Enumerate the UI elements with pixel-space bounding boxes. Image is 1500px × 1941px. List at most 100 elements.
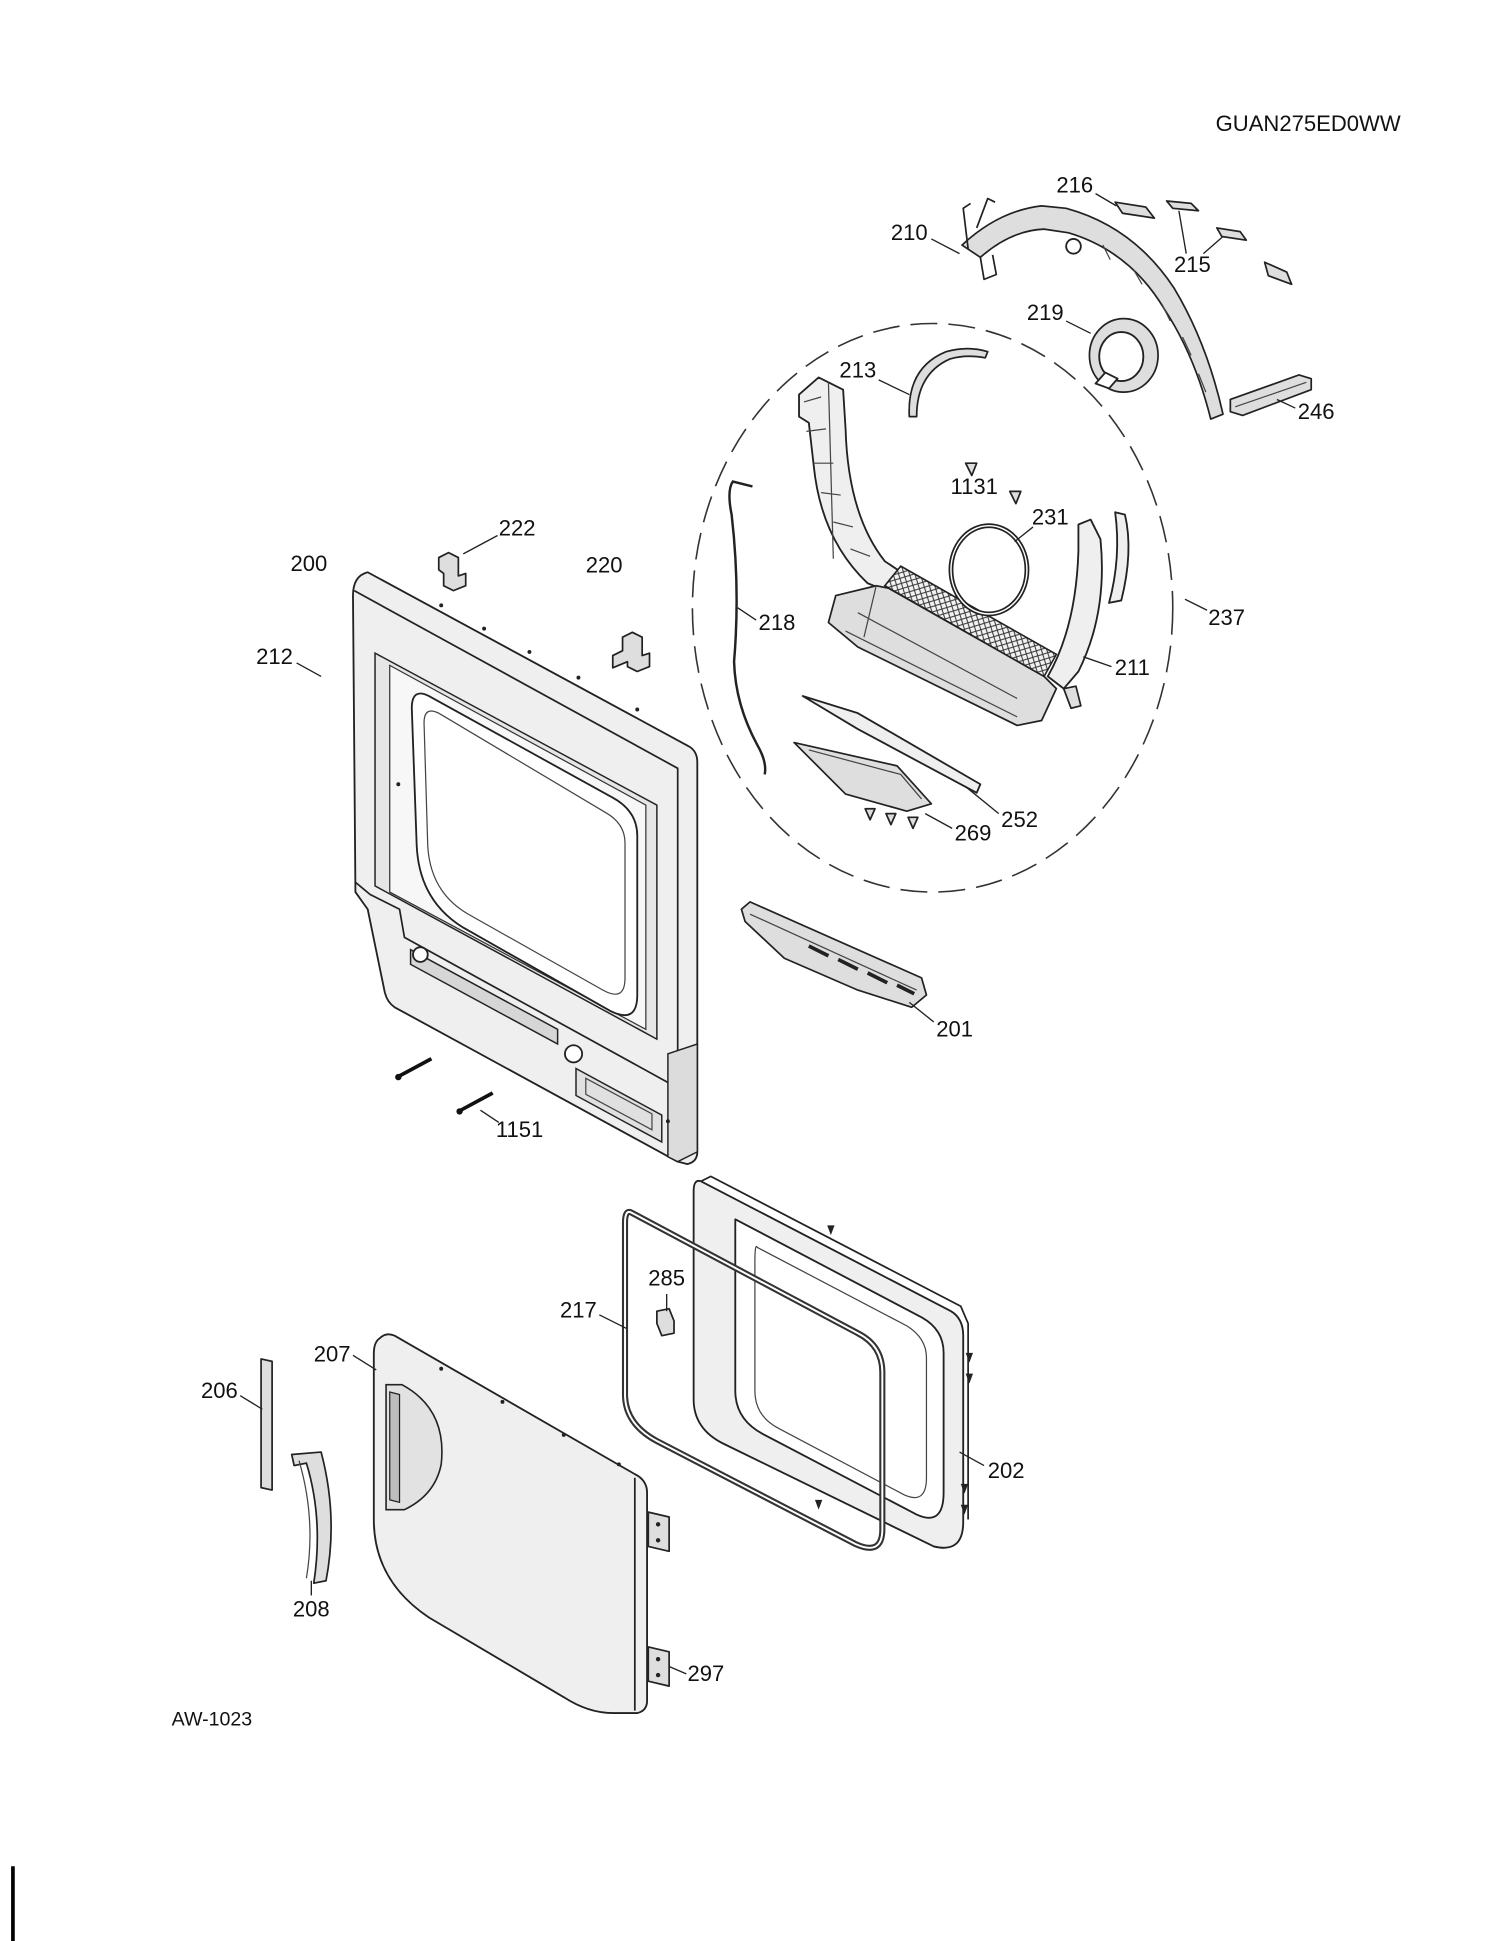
callout-269: 269 [955, 821, 992, 846]
screw-1151-a [398, 1057, 433, 1078]
part-201-body [740, 901, 928, 1009]
leader-269 [924, 813, 953, 829]
leader-201 [908, 1001, 935, 1023]
part-201-edge [749, 913, 917, 991]
part-231 [948, 523, 1030, 617]
hole [396, 782, 401, 787]
part-212-holes [396, 603, 670, 1124]
part-207-panel [372, 1333, 648, 1714]
part-202-thickness [700, 1175, 969, 1520]
callout-231: 231 [1032, 504, 1069, 529]
part-211-mesh [883, 565, 1058, 678]
leader-216 [1095, 193, 1117, 207]
part-231-inner [950, 524, 1028, 615]
callout-218: 218 [759, 610, 796, 635]
leader-202 [959, 1451, 985, 1467]
leader-297 [668, 1665, 687, 1675]
part-207-handle-slot [389, 1391, 401, 1504]
part-211-lower-box [827, 584, 1058, 727]
part-246 [1229, 374, 1313, 417]
upper-hinge-hole [655, 1522, 661, 1527]
part-212-window-inner [423, 710, 626, 995]
part-216 [1114, 201, 1156, 219]
callout-217: 217 [560, 1297, 597, 1322]
part-212-button [564, 1044, 584, 1064]
leader-215-b [1202, 235, 1224, 255]
edge-mark [11, 1866, 15, 1941]
hole [561, 1432, 566, 1437]
callout-212: 212 [256, 644, 293, 669]
callout-201: 201 [936, 1017, 973, 1042]
callout-222: 222 [499, 515, 536, 540]
part-220 [611, 631, 651, 673]
hole [635, 707, 640, 712]
part-206 [260, 1358, 273, 1491]
part-210-ribs [1102, 244, 1207, 393]
hole [616, 1462, 621, 1467]
part-219 [1088, 317, 1159, 393]
leader-1151 [480, 1109, 500, 1124]
screw-1131-a [964, 462, 978, 477]
part-1131 [964, 462, 1022, 505]
hole [576, 675, 581, 680]
part-269-edge [808, 749, 923, 800]
leader-237 [1184, 598, 1208, 611]
screw-1151-b-head [456, 1108, 463, 1115]
part-211-left-details [803, 382, 871, 559]
part-212-window [410, 692, 639, 1016]
part-211-tail [1062, 685, 1082, 710]
leader-222 [462, 534, 498, 555]
part-211 [798, 376, 1130, 727]
part-252 [801, 695, 982, 794]
callout-216: 216 [1056, 172, 1093, 197]
part-297-plate [647, 1646, 670, 1687]
leader-252 [965, 786, 1000, 815]
part-218 [728, 480, 767, 775]
part-297 [647, 1646, 670, 1687]
part-211-tube [1108, 511, 1130, 604]
part-217-inner [624, 1210, 884, 1549]
part-246-edge [1235, 381, 1307, 408]
part-202 [692, 1175, 974, 1549]
callout-220: 220 [586, 552, 623, 577]
part-208 [290, 1451, 332, 1585]
hole [439, 603, 444, 608]
callout-208: 208 [293, 1596, 330, 1621]
leader-207 [352, 1354, 377, 1371]
part-202-window [754, 1245, 928, 1499]
hole [665, 1119, 670, 1124]
leader-219 [1065, 320, 1091, 334]
part-210-hooks [962, 197, 998, 281]
part-217 [621, 1208, 886, 1551]
leader-231 [1014, 526, 1034, 543]
screw-1131-b [1008, 490, 1022, 505]
part-207-holes [439, 1366, 621, 1467]
leader-lines [239, 193, 1296, 1675]
part-1151 [395, 1057, 494, 1115]
hole [527, 649, 532, 654]
part-212-side [667, 1043, 699, 1163]
part-208-inner [298, 1460, 311, 1579]
leader-211 [1083, 656, 1112, 668]
callout-210: 210 [891, 220, 928, 245]
part-211-left-arm [798, 376, 908, 595]
callout-200: 200 [290, 551, 327, 576]
assembly-outline-237 [691, 322, 1174, 893]
callout-1151: 1151 [496, 1117, 543, 1142]
part-297-hole [655, 1656, 661, 1662]
callout-252: 252 [1001, 807, 1038, 832]
part-215-tab-2 [1216, 227, 1248, 242]
screw-269-c [907, 816, 919, 830]
part-208-body [290, 1451, 332, 1585]
upper-hinge-hole [655, 1538, 661, 1543]
callout-215: 215 [1174, 252, 1211, 277]
part-212-knob [412, 946, 429, 963]
callout-211: 211 [1115, 655, 1150, 680]
hole [439, 1366, 444, 1371]
part-215-tab-1 [1165, 200, 1200, 212]
part-207 [372, 1333, 648, 1714]
part-210 [961, 197, 1224, 420]
callout-219: 219 [1027, 300, 1064, 325]
hole [482, 626, 487, 631]
